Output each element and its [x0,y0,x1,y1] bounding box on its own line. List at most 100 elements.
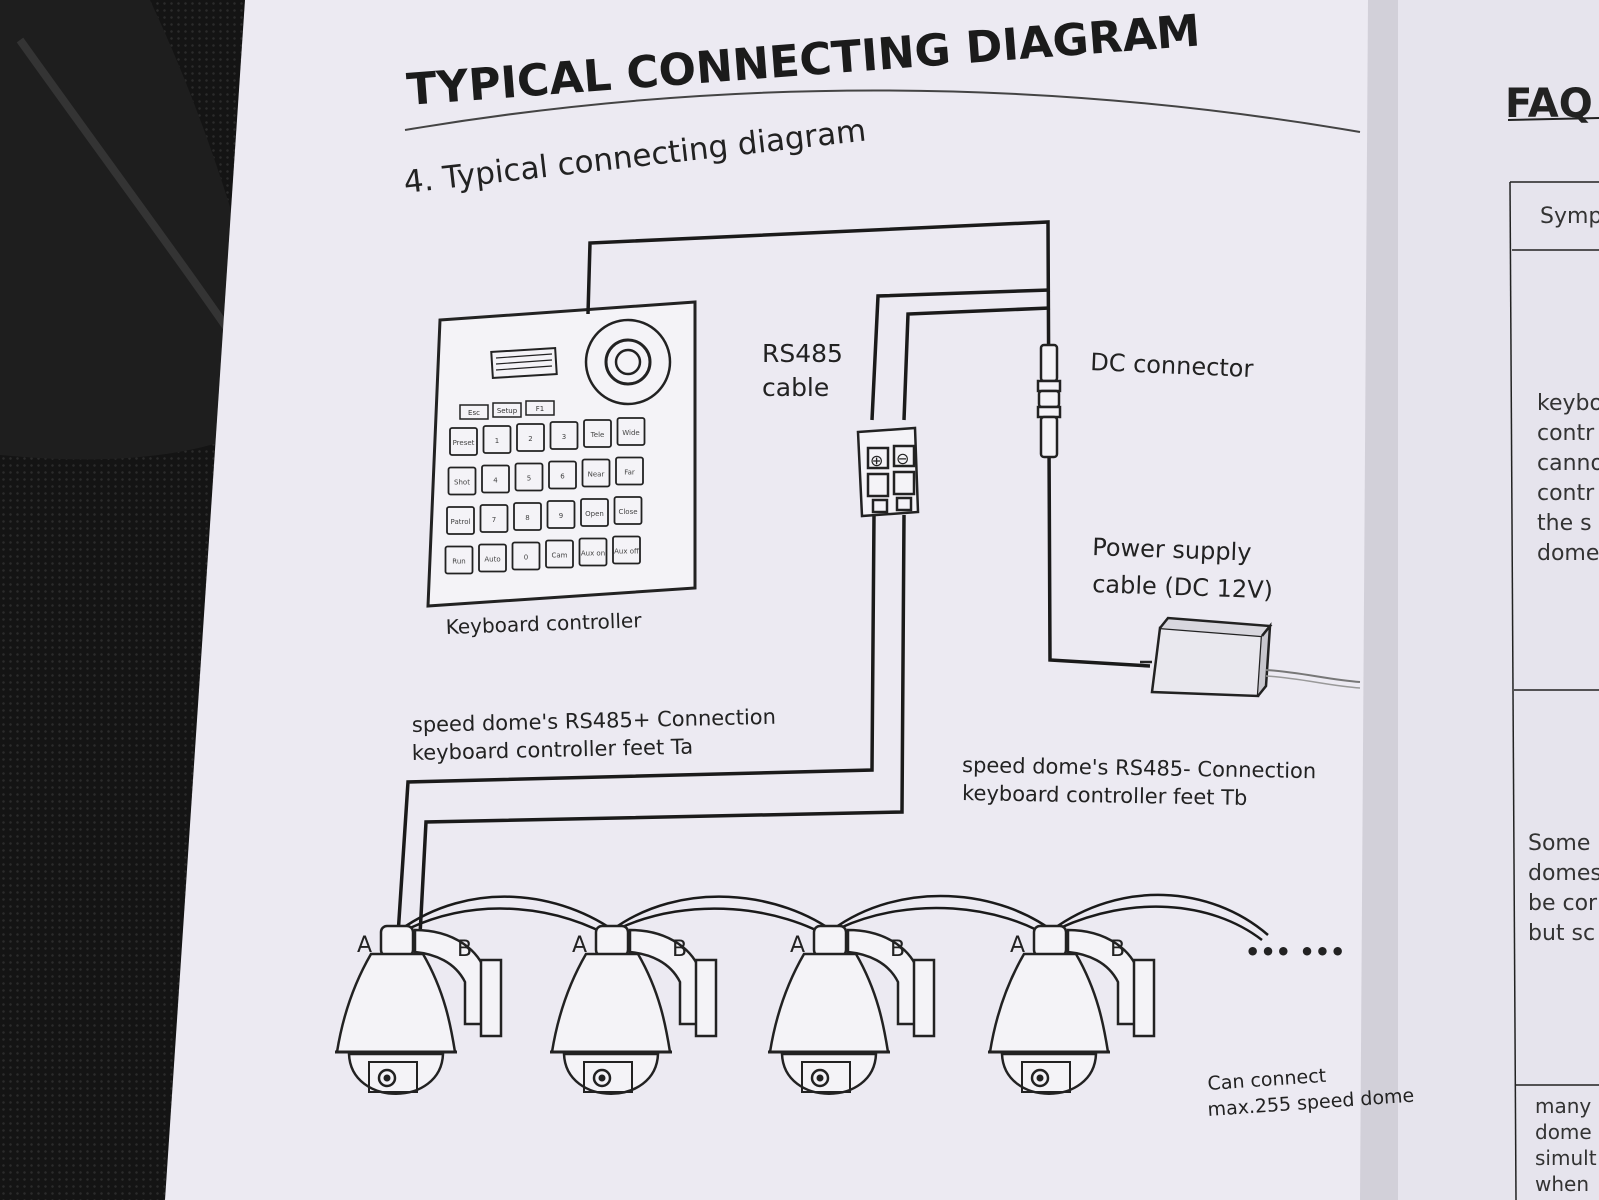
keyboard-key [545,539,574,569]
keyboard-lcd-lines [495,353,553,371]
svg-text:when: when [1535,1172,1589,1196]
keyboard-key [615,456,644,486]
rs485-terminal-block-icon [856,426,920,518]
joystick-icon [584,318,672,406]
keyboard-key [447,466,477,496]
keyboard-key-label: Tele [590,431,605,439]
svg-text:the s: the s [1537,511,1592,536]
keyboard-key [525,400,555,416]
svg-text:be cor: be cor [1528,891,1598,916]
keyboard-key [578,537,608,567]
keyboard-key [514,462,544,492]
keyboard-key [548,460,577,490]
keyboard-key [479,504,509,533]
keyboard-key [583,419,612,448]
power-supply-label: Power supply cable (DC 12V) [1092,533,1274,604]
keyboard-key-label: Auto [484,556,500,564]
dome-terminal-a-label: A [790,933,805,958]
svg-text:keybo: keybo [1537,391,1599,416]
keyboard-key [546,500,576,529]
keyboard-key [613,496,643,525]
speed-dome-camera-icon [550,924,718,1095]
faq-row2-text: Some domes be cor but sc [1528,831,1599,946]
keyboard-key [459,404,489,420]
svg-text:simult: simult [1535,1146,1597,1170]
keyboard-key [446,506,475,535]
keyboard-key-label: Aux off [614,548,639,556]
right-manual-page [1398,0,1599,1200]
keyboard-key-label: 3 [562,433,566,441]
keyboard-key-label: 8 [525,514,529,522]
keyboard-lcd-display [490,347,558,379]
keyboard-key-label: 9 [559,512,563,520]
svg-text:dome: dome [1537,541,1599,566]
keyboard-key-label: Far [624,469,635,477]
svg-text:Some: Some [1528,831,1590,856]
keyboard-key [478,543,507,573]
keyboard-key-label: Run [452,558,465,566]
svg-text:canno: canno [1537,451,1599,476]
keyboard-key-label: Setup [497,407,518,415]
keyboard-key [449,427,478,456]
keyboard-key [513,502,542,531]
keyboard-key-label: Preset [453,439,475,447]
keyboard-key-label: 5 [527,475,531,483]
svg-text:but sc: but sc [1528,921,1595,946]
faq-row1-text: keybo contr canno contr the s dome [1537,391,1599,566]
keyboard-key [581,458,611,488]
keyboard-key-label: 6 [560,473,565,481]
keyboard-key [549,421,579,450]
keyboard-key [444,545,474,575]
rs485-minus-label: speed dome's RS485- Connection keyboard … [962,753,1317,810]
svg-text:cable (DC 12V): cable (DC 12V) [1092,570,1274,604]
speed-dome-camera-icon [335,924,503,1095]
faq-row3-text: many dome simult when [1535,1094,1597,1196]
svg-text:Power supply: Power supply [1092,533,1252,567]
keyboard-key [492,402,522,418]
keyboard-key [481,464,510,494]
keyboard-key-label: 7 [492,516,496,524]
rs485-wire-upper [870,288,1051,421]
svg-text:many: many [1535,1094,1591,1118]
dome-terminal-a-label: A [1010,933,1025,958]
rs485-cable-wires [396,220,1151,936]
rs485-wire-lower [902,306,1051,421]
continuation-dots: ••• ••• [1245,938,1345,966]
keyboard-key [516,423,545,452]
title-underline [404,89,1361,133]
keyboard-key-label: Aux on [581,550,605,558]
svg-text:cable: cable [762,373,829,402]
keyboard-key-label: Cam [552,552,568,560]
dome-daisy-chain-wires [399,893,1269,942]
rs485-cable-label: RS485 cable [762,339,843,402]
svg-text:contr: contr [1537,421,1595,446]
keyboard-key-label: Patrol [451,518,471,526]
dome-terminal-b-label: B [890,937,905,962]
faq-title: FAQ [1505,81,1593,127]
dome-terminal-b-label: B [457,937,472,962]
svg-text:domes: domes [1528,861,1599,886]
svg-text:dome: dome [1535,1120,1592,1144]
keyboard-key [580,498,609,527]
keyboard-key-label: 0 [524,554,528,562]
keyboard-key-label: F1 [536,405,544,413]
keyboard-key [511,541,541,571]
faq-table [1507,117,1599,1200]
page-gutter-shadow [1360,0,1398,1200]
dc-connector-icon [1036,343,1062,459]
keyboard-key-label: 2 [528,435,532,443]
faq-header-fragment: Symp [1540,204,1599,229]
keyboard-key-label: Close [618,508,637,516]
speed-dome-camera-icon [988,924,1156,1095]
svg-text:contr: contr [1537,481,1595,506]
svg-text:RS485: RS485 [762,339,843,368]
dome-terminal-b-label: B [672,937,687,962]
dome-terminal-a-label: A [357,933,372,958]
keyboard-key-label: Wide [622,429,639,437]
